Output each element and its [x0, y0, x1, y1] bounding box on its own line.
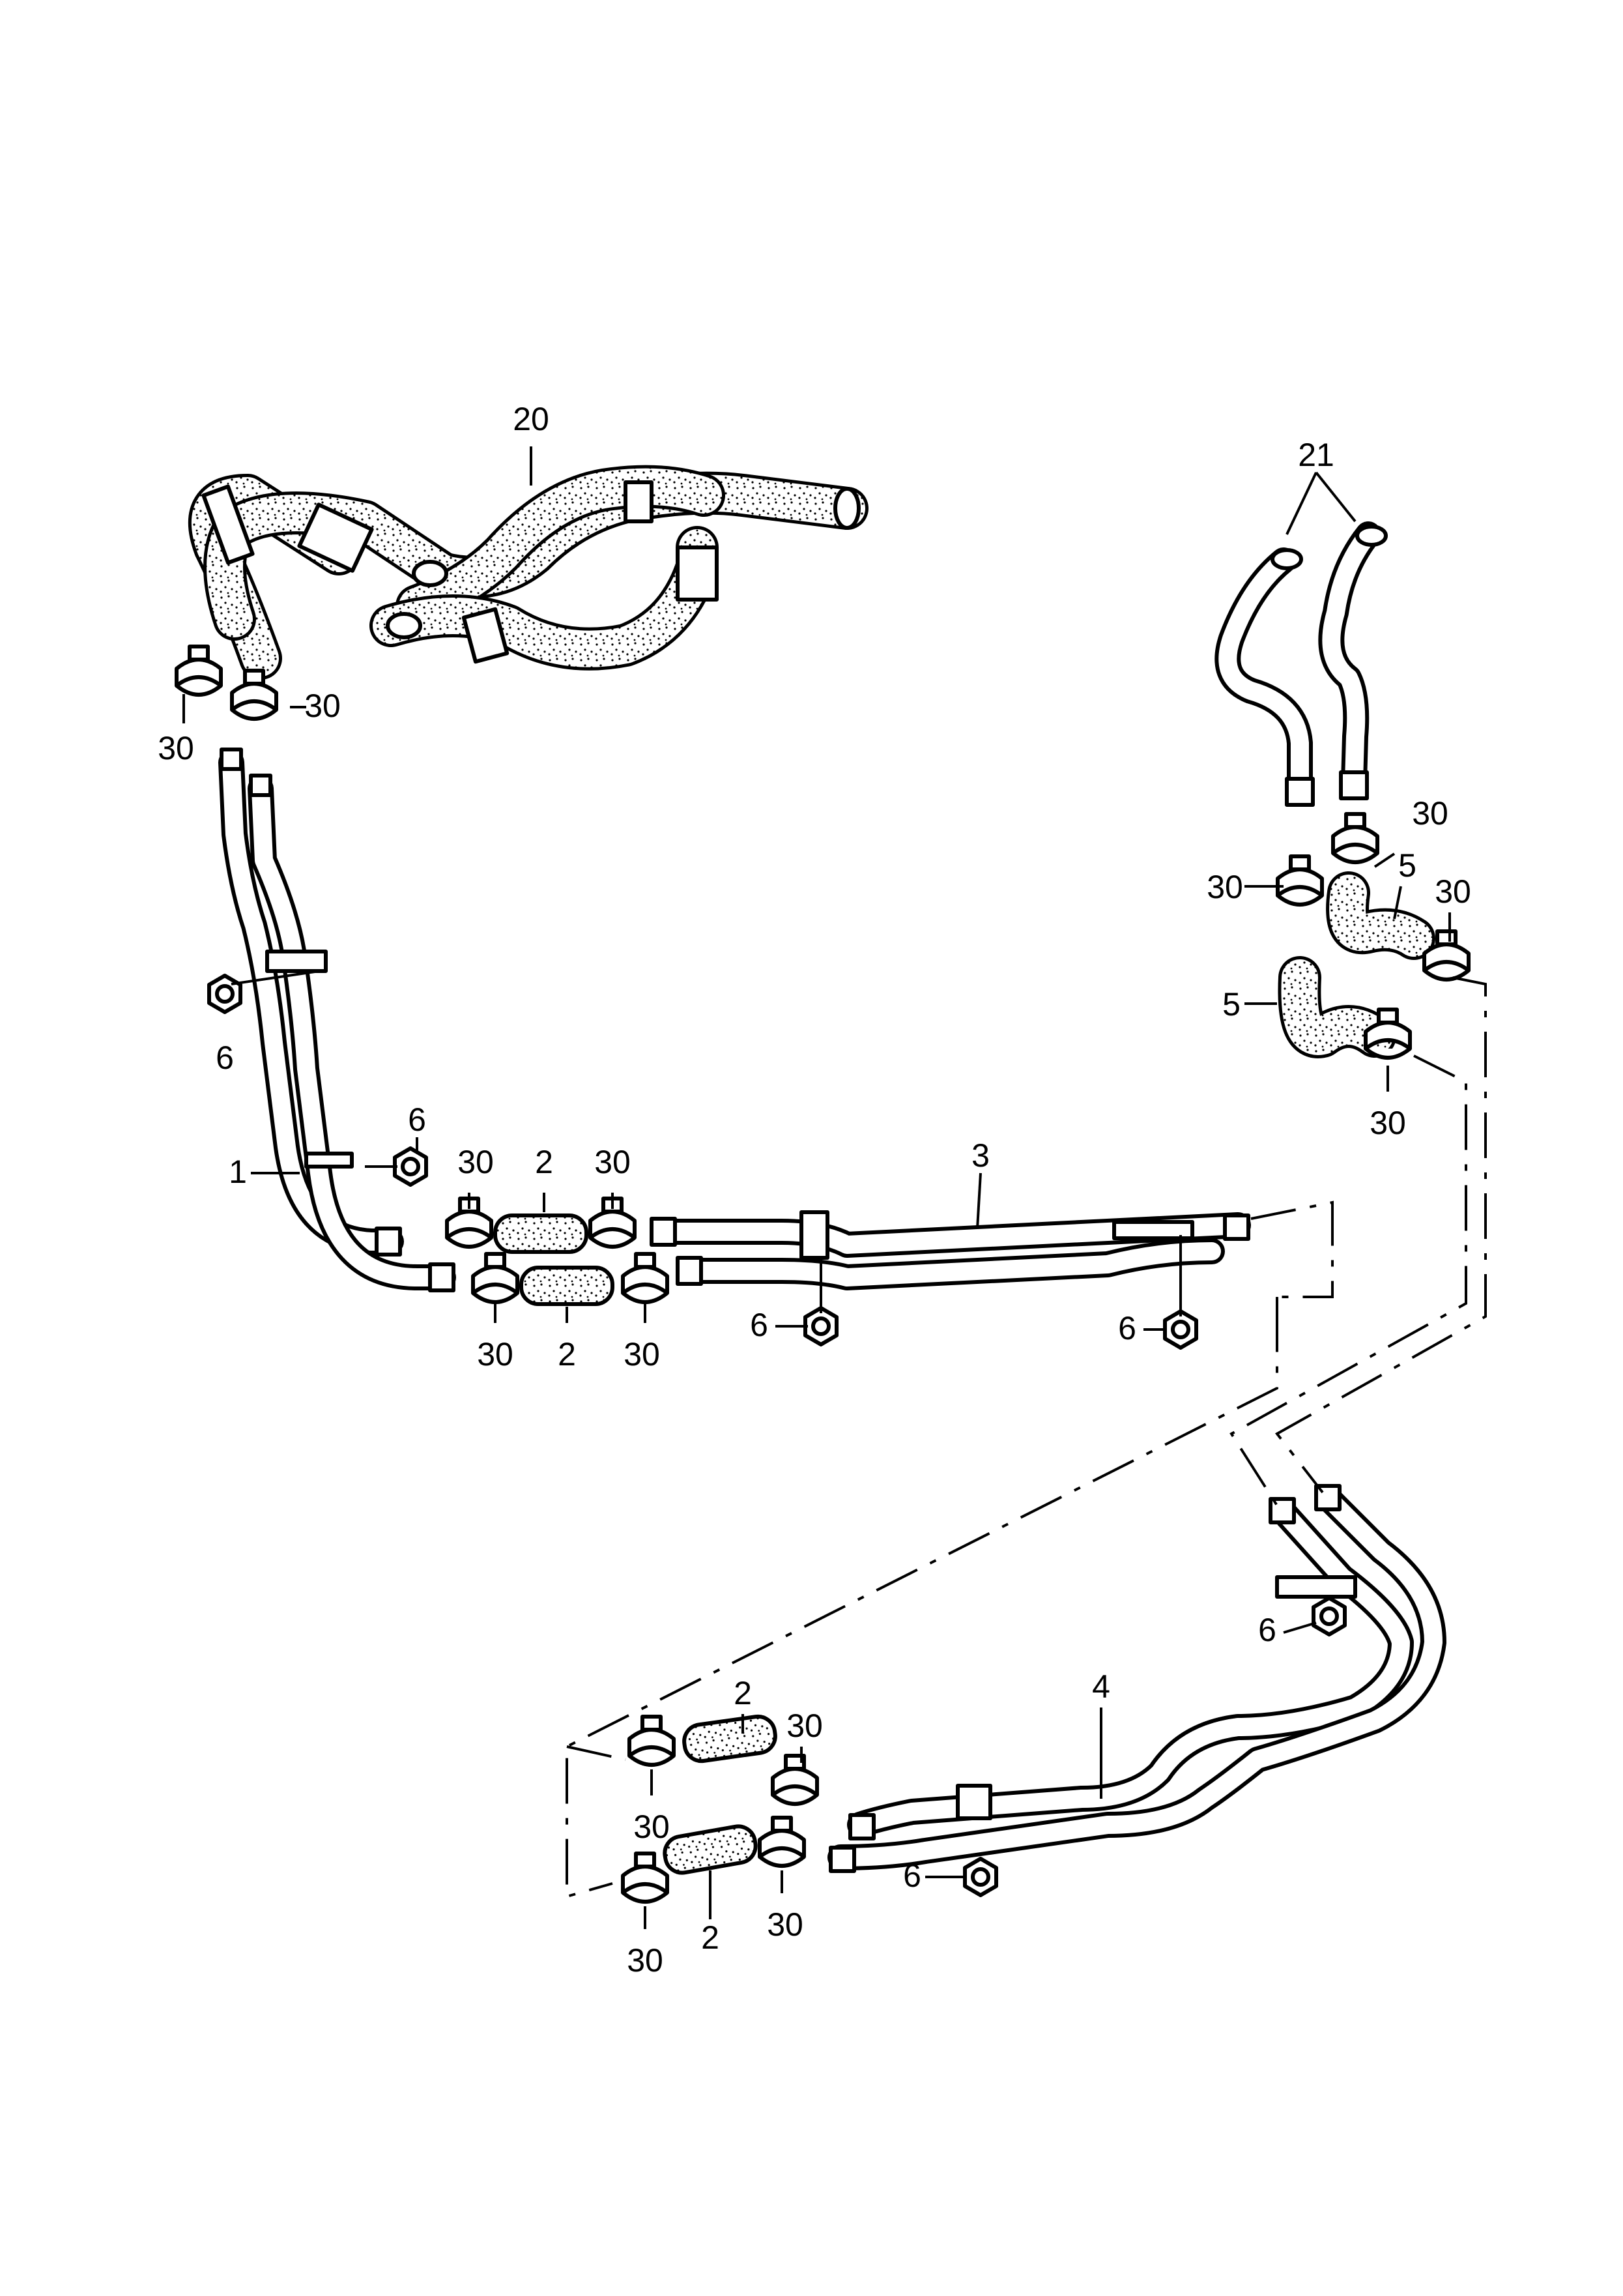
callout-6: 6: [408, 1101, 426, 1138]
callout-30: 30: [594, 1144, 631, 1180]
callout-30: 30: [1370, 1105, 1406, 1141]
callout-20: 20: [513, 401, 549, 437]
callout-labels: 20 21 30 30 6 1 6 30 2 30 3 30 2 30 6 6 …: [158, 401, 1471, 1979]
callout-30: 30: [1412, 795, 1448, 832]
callout-6: 6: [750, 1307, 768, 1343]
callout-2: 2: [701, 1919, 719, 1956]
callout-6: 6: [216, 1039, 234, 1076]
callout-30: 30: [627, 1942, 663, 1979]
callout-4: 4: [1092, 1668, 1110, 1705]
callout-30: 30: [477, 1336, 513, 1373]
callout-30: 30: [633, 1809, 670, 1845]
callout-2: 2: [558, 1336, 576, 1373]
callout-1: 1: [229, 1154, 247, 1190]
callout-30: 30: [304, 688, 341, 724]
coolant-pipe-1: [218, 748, 456, 1292]
callout-6: 6: [1118, 1310, 1136, 1346]
callout-30: 30: [457, 1144, 494, 1180]
callout-6: 6: [903, 1857, 921, 1894]
callout-30: 30: [1435, 873, 1471, 910]
callout-5: 5: [1222, 986, 1241, 1023]
coolant-pipe-4: [827, 1484, 1446, 1873]
coolant-pipe-3: [650, 1210, 1251, 1290]
coolant-pipes-21: [1214, 521, 1388, 807]
callout-30: 30: [624, 1336, 660, 1373]
callout-30: 30: [786, 1707, 823, 1744]
callout-30: 30: [767, 1906, 803, 1943]
callout-30: 30: [158, 730, 194, 766]
callout-6: 6: [1258, 1612, 1276, 1648]
callout-5: 5: [1398, 847, 1416, 884]
connection-lines: [566, 976, 1487, 1898]
hose-sleeves-2: [493, 1213, 777, 1875]
callout-3: 3: [971, 1137, 990, 1174]
hose-5-upper: [1326, 871, 1435, 960]
callout-30: 30: [1207, 869, 1243, 905]
callout-21: 21: [1298, 437, 1334, 473]
callout-2: 2: [734, 1675, 752, 1711]
hose-5-lower: [1278, 956, 1396, 1058]
leader-lines: [182, 446, 1451, 1929]
callout-2: 2: [535, 1144, 553, 1180]
heater-hose-assembly-20: [188, 465, 869, 680]
